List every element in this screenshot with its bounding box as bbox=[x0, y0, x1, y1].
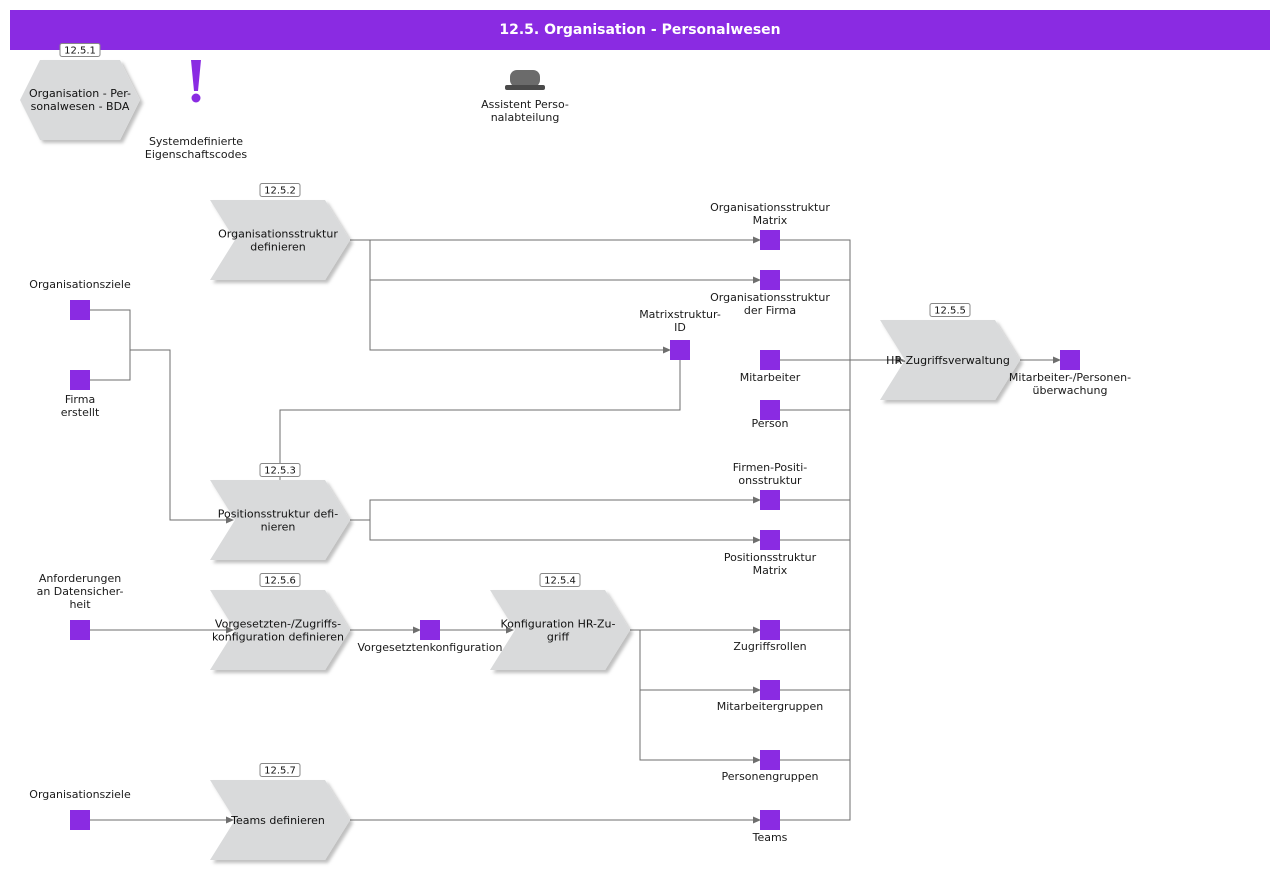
data-object-zugriffsrollen[interactable]: Zugriffsrollen bbox=[733, 620, 807, 653]
connector-line bbox=[279, 360, 681, 480]
data-object-label: Personengruppen bbox=[722, 770, 819, 783]
connector-line bbox=[369, 280, 671, 354]
connector-line bbox=[780, 239, 851, 821]
connector-line bbox=[350, 496, 761, 521]
data-object-label: Mitarbeitergruppen bbox=[717, 700, 824, 713]
data-object-matrixid[interactable]: Matrixstruktur-ID bbox=[639, 308, 721, 360]
data-object-label: Matrixstruktur-ID bbox=[639, 308, 721, 334]
data-object-persgruppen[interactable]: Personengruppen bbox=[722, 750, 819, 783]
role-hat-icon bbox=[505, 70, 545, 90]
svg-text:12.5.6: 12.5.6 bbox=[264, 576, 296, 587]
process-badge: 12.5.2 bbox=[259, 183, 301, 197]
data-object-mitgruppen[interactable]: Mitarbeitergruppen bbox=[717, 680, 824, 713]
process-badge: 12.5.7 bbox=[259, 763, 301, 777]
process-label: Teams definieren bbox=[230, 814, 325, 827]
data-object-firmenpos[interactable]: Firmen-Positi-onsstruktur bbox=[733, 461, 807, 510]
data-object-vorgesetzt[interactable]: Vorgesetztenkonfiguration bbox=[357, 620, 503, 654]
svg-text:12.5.3: 12.5.3 bbox=[264, 466, 296, 477]
connector-line bbox=[90, 309, 131, 381]
process-12-5-4[interactable]: Konfiguration HR-Zu-griff bbox=[490, 590, 630, 670]
data-object-label: Mitarbeiter-/Personen-überwachung bbox=[1009, 371, 1131, 397]
connector-line bbox=[130, 349, 234, 524]
hexagon-badge: 12.5.1 bbox=[59, 43, 101, 57]
process-badge: 12.5.4 bbox=[539, 573, 581, 587]
connector-line bbox=[639, 690, 761, 764]
data-object-label: Firmen-Positi-onsstruktur bbox=[733, 461, 807, 487]
process-label: Positionsstruktur defi-nieren bbox=[218, 508, 338, 534]
process-label: Vorgesetzten-/Zugriffs-konfiguration def… bbox=[212, 618, 344, 644]
hexagon-process-interface[interactable]: Organisation - Per-sonalwesen - BDA bbox=[20, 60, 140, 140]
process-12-5-6[interactable]: Vorgesetzten-/Zugriffs-konfiguration def… bbox=[210, 590, 350, 670]
process-12-5-7[interactable]: Teams definieren bbox=[210, 780, 350, 860]
process-badge: 12.5.6 bbox=[259, 573, 301, 587]
process-label: Konfiguration HR-Zu-griff bbox=[501, 618, 616, 644]
svg-text:12.5.2: 12.5.2 bbox=[264, 186, 296, 197]
connector-line bbox=[639, 630, 761, 694]
process-label: HR-Zugriffsverwaltung bbox=[886, 354, 1010, 367]
data-object-label: Organisationsziele bbox=[29, 278, 131, 291]
data-object-mitarbeiter[interactable]: Mitarbeiter bbox=[740, 350, 801, 384]
role-label: Assistent Perso-nalabteilung bbox=[481, 98, 569, 124]
svg-text:12.5.1: 12.5.1 bbox=[64, 46, 96, 57]
process-badge: 12.5.3 bbox=[259, 463, 301, 477]
data-object-label: Person bbox=[752, 417, 789, 430]
data-object-person[interactable]: Person bbox=[752, 400, 789, 430]
svg-text:12.5.4: 12.5.4 bbox=[544, 576, 576, 587]
process-badge: 12.5.5 bbox=[929, 303, 971, 317]
data-object-orgziele2[interactable]: Organisationsziele bbox=[29, 788, 131, 830]
data-object-orgziele1[interactable]: Organisationsziele bbox=[29, 278, 131, 320]
data-object-label: Vorgesetztenkonfiguration bbox=[357, 641, 502, 654]
data-object-label: Teams bbox=[752, 831, 788, 844]
page-title: 12.5. Organisation - Personalwesen bbox=[499, 22, 781, 38]
page-title-bar: 12.5. Organisation - Personalwesen bbox=[10, 10, 1270, 50]
process-12-5-5[interactable]: HR-Zugriffsverwaltung bbox=[880, 320, 1020, 400]
hexagon-label: Organisation - Per-sonalwesen - BDA bbox=[29, 87, 131, 113]
top-elements: Organisation - Per-sonalwesen - BDA 12.5.… bbox=[20, 43, 569, 161]
data-object-label: Organisationsziele bbox=[29, 788, 131, 801]
connector-line bbox=[369, 520, 761, 544]
data-object-label: Mitarbeiter bbox=[740, 371, 801, 384]
svg-text:12.5.5: 12.5.5 bbox=[934, 306, 966, 317]
connector-line bbox=[369, 240, 761, 284]
svg-text:12.5.7: 12.5.7 bbox=[264, 766, 296, 777]
data-object-teams[interactable]: Teams bbox=[752, 810, 788, 844]
data-object-label: Zugriffsrollen bbox=[733, 640, 806, 653]
exclamation-icon bbox=[191, 60, 201, 103]
process-12-5-3[interactable]: Positionsstruktur defi-nieren bbox=[210, 480, 350, 560]
data-object-ueberw[interactable]: Mitarbeiter-/Personen-überwachung bbox=[1009, 350, 1131, 397]
connector-lines bbox=[90, 236, 1061, 824]
